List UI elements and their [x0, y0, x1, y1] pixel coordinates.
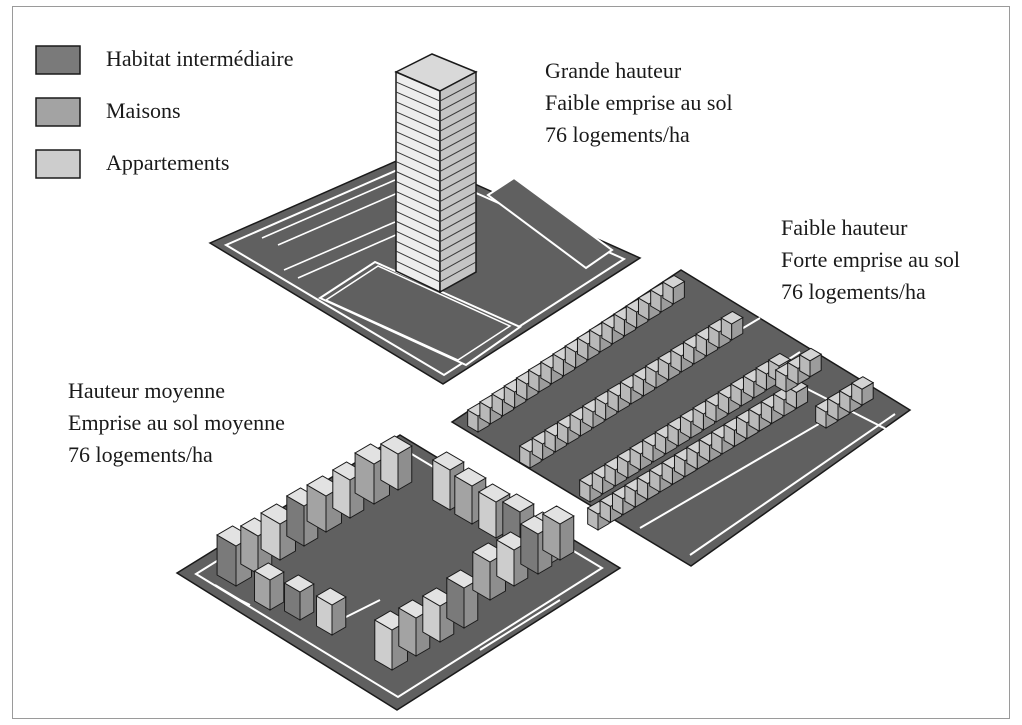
house-roof: [661, 274, 686, 289]
legend-swatch-houses: [35, 97, 81, 127]
tower-floor-line: [395, 240, 477, 263]
tower-floor-line: [395, 91, 477, 112]
intermediate-building-roof: [379, 435, 413, 455]
house-roof: [798, 347, 823, 362]
intermediate-block: [175, 434, 622, 711]
intermediate-building-roof: [283, 574, 315, 593]
intermediate-caption-line3: 76 logements/ha: [68, 442, 213, 467]
legend-label-apartments: Appartements: [106, 150, 229, 175]
tower-floor-line: [395, 200, 477, 223]
legend-swatch-apartments: [35, 149, 81, 179]
tower-floor-line: [395, 210, 477, 233]
houses-caption: Faible hauteur Forte emprise au sol 76 l…: [781, 215, 960, 304]
tower-parking-stripes: [261, 179, 401, 279]
tower-plot-parcel-right: [486, 176, 614, 270]
tower-floor-line: [395, 161, 477, 183]
tower-floor-line: [395, 260, 477, 283]
intermediate-buildings: [216, 435, 575, 671]
tower-plot-road-border: [223, 162, 627, 377]
houses-caption-line3: 76 logements/ha: [781, 279, 926, 304]
intermediate-building-roof: [453, 467, 487, 487]
tower-plot-parcel-front: [324, 265, 512, 361]
tower-caption: Grande hauteur Faible emprise au sol 76 …: [545, 58, 733, 147]
intermediate-building-roof: [253, 562, 285, 581]
intermediate-building-roof: [501, 493, 535, 513]
legend-label-houses: Maisons: [106, 98, 181, 123]
tower-floor-line: [395, 230, 477, 253]
house: [661, 274, 686, 305]
tower-floor-lines: [395, 81, 477, 283]
intermediate-building: [445, 569, 479, 629]
tower-floor-line: [395, 111, 477, 132]
tower-caption-line3: 76 logements/ha: [545, 122, 690, 147]
tower-floor-line: [395, 151, 477, 172]
legend-swatch-intermediate: [35, 45, 81, 75]
tower-floor-line: [395, 101, 477, 122]
house: [644, 358, 669, 389]
house-rows: [466, 274, 875, 531]
tower-block: [208, 53, 642, 385]
legend: Habitat intermédiaire Maisons Appartemen…: [35, 45, 294, 179]
houses-block: [450, 269, 912, 567]
intermediate-building-roof: [541, 505, 575, 525]
house-roof: [850, 376, 875, 390]
intermediate-building: [541, 505, 575, 561]
tower-plot-parcel-left: [317, 260, 523, 367]
tower-floor-line: [395, 121, 477, 142]
tower-floor-line: [395, 171, 477, 193]
houses-caption-line1: Faible hauteur: [781, 215, 908, 240]
tower-floor-line: [395, 131, 477, 152]
intermediate-building-roof: [477, 483, 511, 503]
intermediate-caption: Hauteur moyenne Emprise au sol moyenne 7…: [68, 378, 285, 467]
tower-floor-line: [395, 141, 477, 162]
tower-floor-line: [395, 250, 477, 273]
intermediate-building: [315, 587, 347, 636]
houses-caption-line2: Forte emprise au sol: [781, 247, 960, 272]
intermediate-building: [253, 562, 285, 611]
intermediate-caption-line1: Hauteur moyenne: [68, 378, 225, 403]
house-roof: [720, 310, 744, 325]
intermediate-building: [379, 435, 413, 491]
intermediate-building-roof: [315, 587, 347, 606]
house: [798, 347, 823, 378]
intermediate-building: [283, 574, 315, 621]
tower-caption-line1: Grande hauteur: [545, 58, 682, 83]
intermediate-road-stubs: [214, 584, 561, 651]
tower-caption-line2: Faible emprise au sol: [545, 90, 733, 115]
intermediate-caption-line2: Emprise au sol moyenne: [68, 410, 285, 435]
tower-floor-line: [395, 180, 477, 203]
house: [578, 472, 603, 503]
house: [850, 376, 875, 407]
legend-label-intermediate: Habitat intermédiaire: [106, 46, 294, 71]
intermediate-building-roof: [431, 451, 465, 471]
house-roof: [767, 352, 792, 367]
tower-floor-line: [395, 190, 477, 213]
house: [717, 384, 741, 415]
tower-floor-line: [395, 220, 477, 243]
house: [720, 310, 744, 341]
tower-floor-line: [395, 81, 477, 102]
